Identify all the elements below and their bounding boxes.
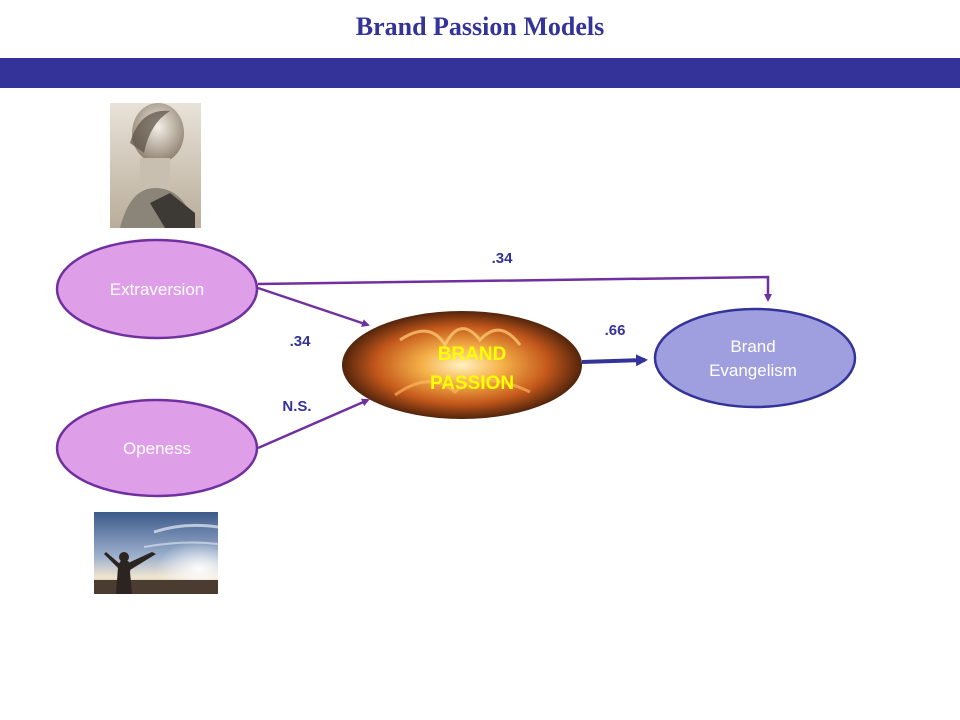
- coef-openess-passion: N.S.: [282, 398, 311, 415]
- node-brand-evangelism: Brand Evangelism: [653, 307, 857, 409]
- extraversion-label: Extraversion: [110, 280, 204, 299]
- brand-passion-label-line1: BRAND: [438, 344, 507, 365]
- arrow-passion-to-evangelism: [581, 354, 648, 367]
- brand-evangelism-label-line1: Brand: [730, 337, 775, 356]
- brand-evangelism-label-line2: Evangelism: [709, 361, 797, 380]
- openess-photo: [94, 512, 218, 594]
- coef-passion-evangelism: .66: [605, 322, 626, 339]
- coef-extraversion-evangelism: .34: [492, 250, 514, 267]
- node-extraversion: Extraversion: [55, 238, 259, 340]
- coef-extraversion-passion: .34: [290, 333, 312, 350]
- node-brand-passion: BRAND PASSION: [342, 311, 582, 419]
- arrow-openess-to-passion: [257, 398, 370, 450]
- extraversion-photo: [110, 103, 201, 228]
- title-band: [0, 58, 960, 88]
- page-title: Brand Passion Models: [355, 12, 605, 41]
- openess-label: Openess: [123, 439, 191, 458]
- node-openess: Openess: [55, 398, 259, 498]
- arrow-extraversion-to-passion: [257, 286, 370, 327]
- brand-passion-label-line2: PASSION: [430, 373, 514, 394]
- arrow-extraversion-to-evangelism: [257, 275, 772, 302]
